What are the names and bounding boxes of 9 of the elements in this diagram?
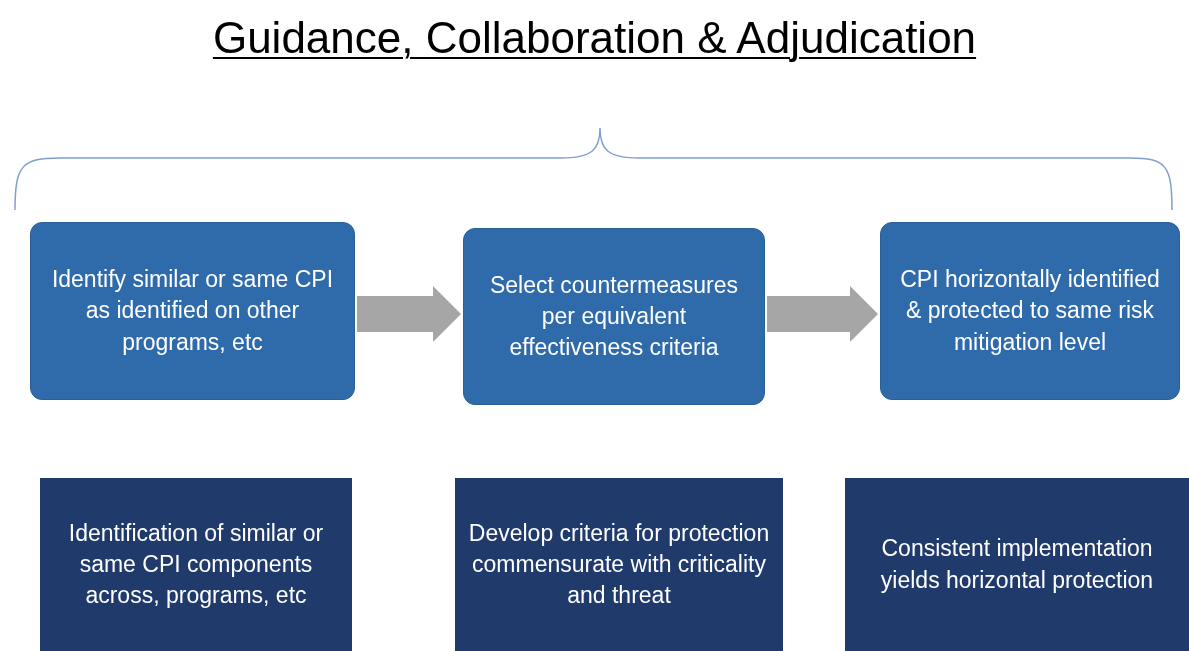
process-box: Select countermeasures per equivalent effectiveness criteria (463, 228, 765, 405)
process-box: CPI horizontally identified & protected to same risk mitigation level (880, 222, 1180, 400)
outcome-box: Identification of similar or same CPI components across, programs, etc (40, 478, 352, 651)
process-box: Identify similar or same CPI as identified on other programs, etc (30, 222, 355, 400)
block-arrow (357, 286, 461, 342)
outcome-box: Consistent implementation yields horizontal protection (845, 478, 1189, 651)
outcome-box: Develop criteria for protection commensurate with criticality and threat (455, 478, 783, 651)
block-arrow (767, 286, 878, 342)
title: Guidance, Collaboration & Adjudication (212, 12, 977, 64)
